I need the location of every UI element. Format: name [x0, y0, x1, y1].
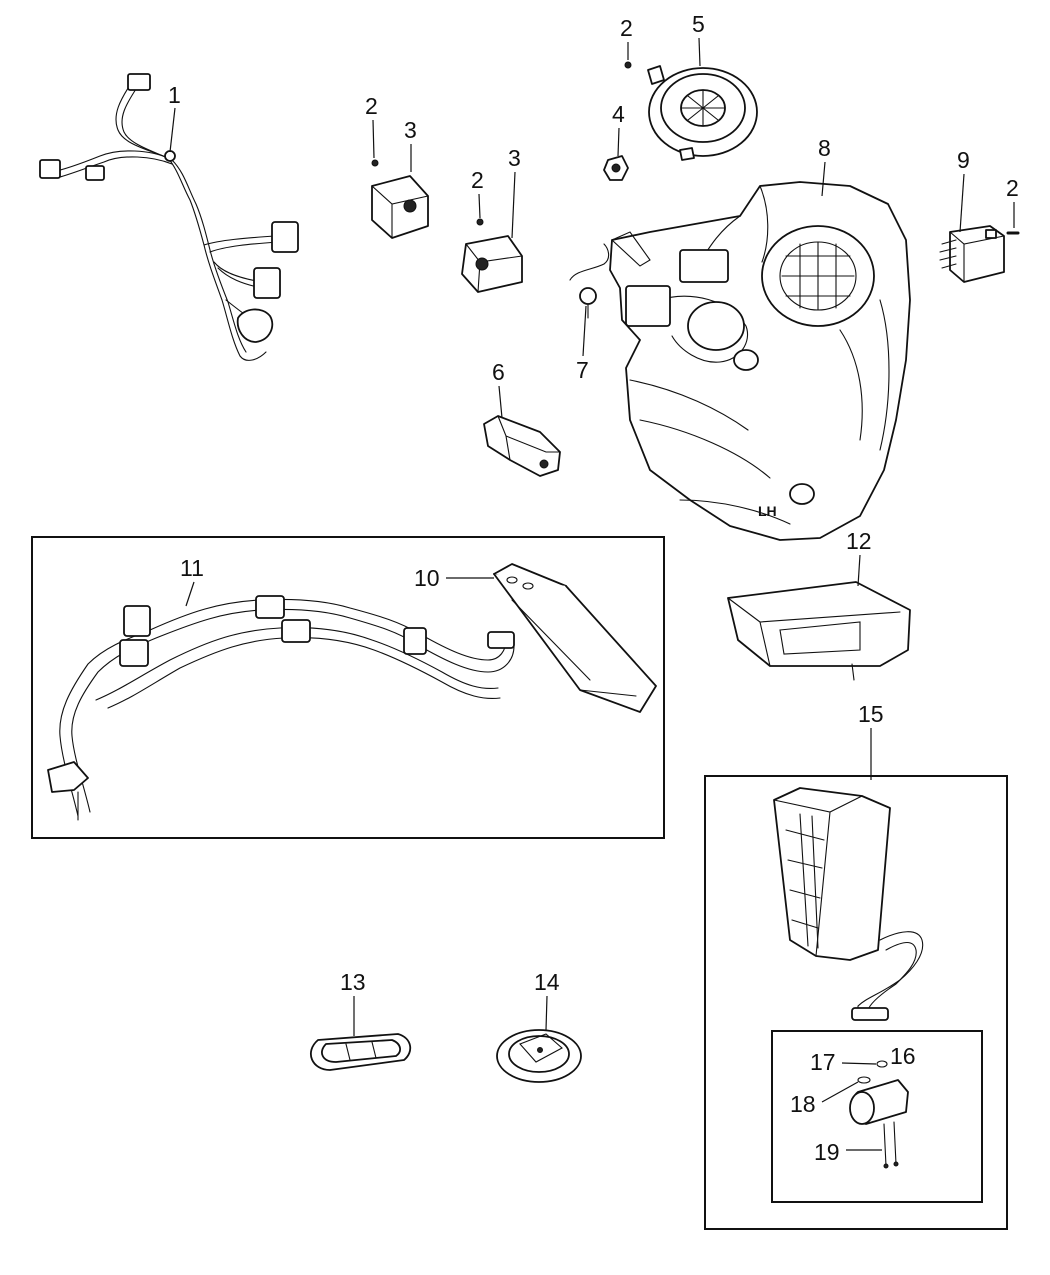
sensor-group-box — [771, 1030, 983, 1203]
callout-10: 10 — [414, 565, 440, 591]
washer — [857, 1076, 871, 1084]
callout-18: 18 — [790, 1091, 816, 1117]
seal-14 — [496, 1029, 582, 1083]
callout-15: 15 — [858, 701, 884, 727]
callout-11: 11 — [180, 555, 204, 581]
callout-7: 7 — [576, 357, 589, 383]
blower-resistor — [939, 225, 1005, 283]
callout-1: 1 — [168, 82, 181, 108]
callout-12: 12 — [846, 528, 872, 554]
leader-8 — [821, 161, 826, 197]
callout-6: 6 — [492, 359, 505, 385]
leader-2-b — [478, 193, 481, 219]
blower-motor — [647, 65, 758, 161]
callout-2-a: 2 — [365, 93, 378, 119]
leader-3-b — [511, 171, 516, 239]
screw-a — [371, 159, 379, 167]
leader-5 — [698, 37, 701, 67]
bolt — [569, 243, 610, 319]
callout-19: 19 — [814, 1139, 840, 1165]
leader-9 — [959, 173, 965, 233]
leader-4 — [617, 127, 620, 157]
callout-14: 14 — [534, 969, 560, 995]
callout-3-b: 3 — [508, 145, 521, 171]
hvac-housing: LH — [609, 181, 911, 541]
lower-housing — [727, 581, 911, 681]
leader-6 — [498, 385, 503, 419]
lines-group-box — [31, 536, 665, 839]
callout-2-d: 2 — [1006, 175, 1019, 201]
leader-14 — [545, 995, 548, 1031]
grommet — [603, 155, 629, 181]
leader-18 — [821, 1081, 859, 1103]
callout-5: 5 — [692, 11, 705, 37]
o-ring — [876, 1060, 888, 1068]
leader-7 — [582, 305, 587, 357]
screw-b — [476, 218, 484, 226]
leader-2-a — [372, 119, 375, 159]
callout-8: 8 — [818, 135, 831, 161]
actuator-b — [461, 235, 523, 293]
actuator-a — [371, 175, 429, 239]
heater-core-group-box — [704, 775, 1008, 1230]
bracket — [483, 415, 561, 477]
callout-4: 4 — [612, 101, 625, 127]
leader-11 — [185, 581, 195, 607]
seal — [493, 563, 657, 713]
callout-2-c: 2 — [620, 15, 633, 41]
leader-1 — [169, 107, 176, 153]
seal-13 — [310, 1033, 412, 1071]
temperature-sensor — [849, 1079, 909, 1169]
leader-17 — [841, 1062, 877, 1065]
callout-16: 16 — [890, 1043, 916, 1069]
heater-core — [773, 787, 924, 1021]
callout-2-b: 2 — [471, 167, 484, 193]
callout-13: 13 — [340, 969, 366, 995]
callout-9: 9 — [957, 147, 970, 173]
leader-12 — [857, 554, 861, 587]
refrigerant-lines — [47, 595, 515, 821]
screw-c — [624, 61, 632, 69]
housing-side-marking: LH — [758, 503, 777, 519]
wiring-harness — [39, 73, 299, 361]
callout-3-a: 3 — [404, 117, 417, 143]
callout-17: 17 — [810, 1049, 836, 1075]
